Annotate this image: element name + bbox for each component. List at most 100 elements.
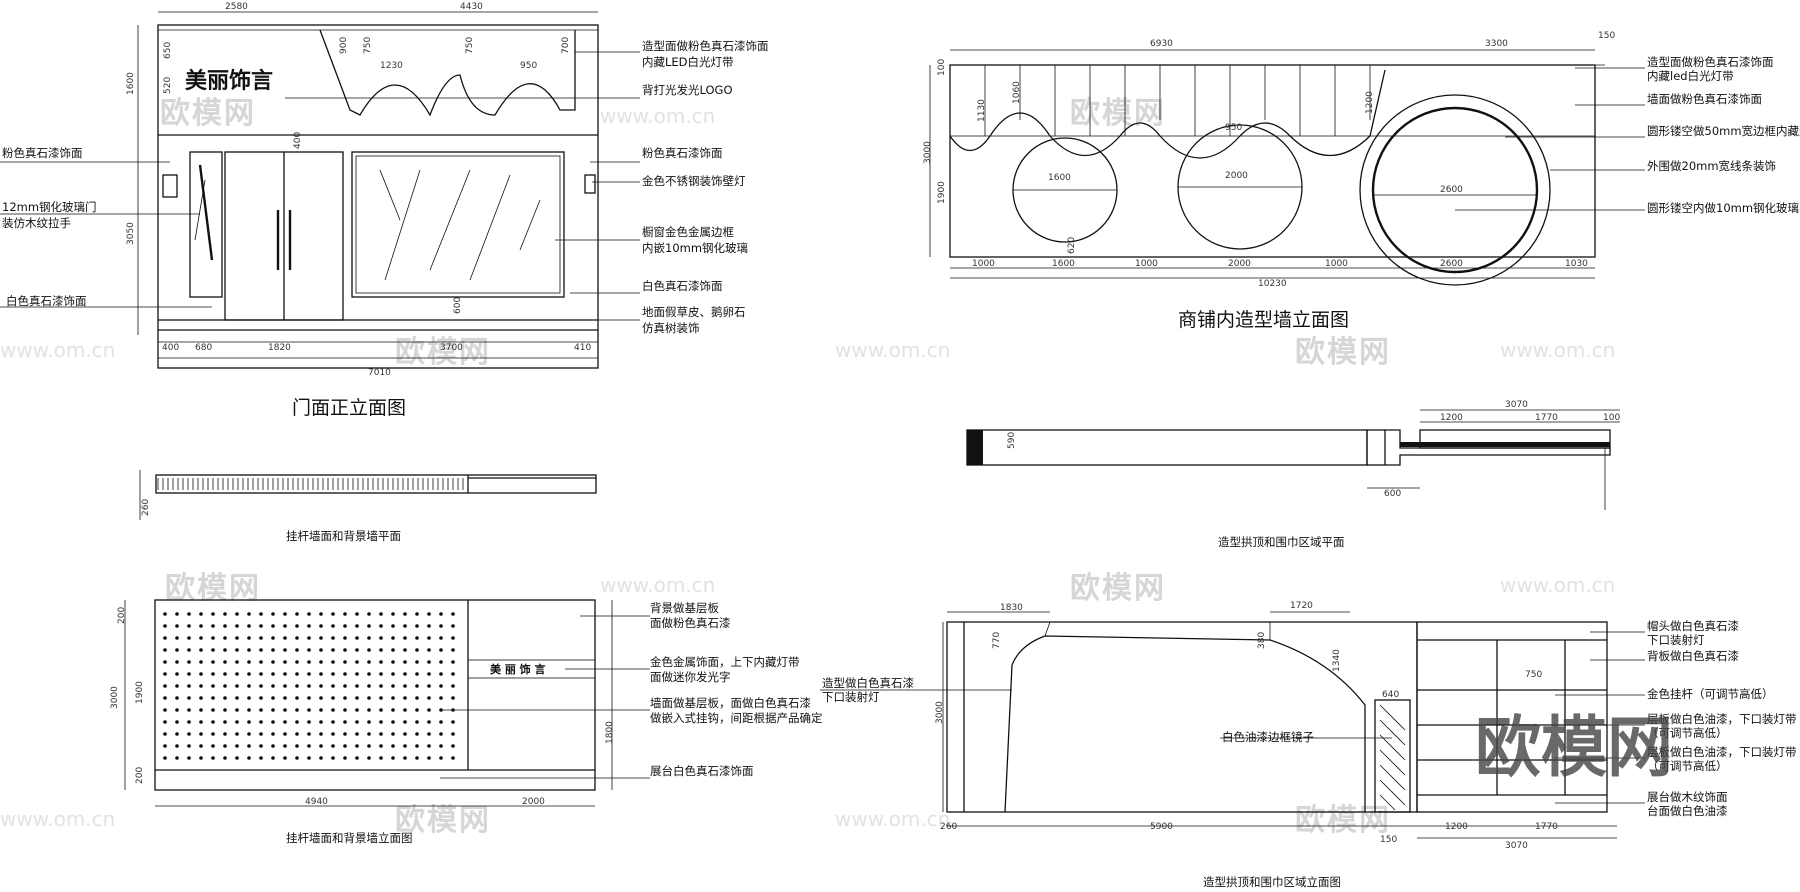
- pegboard-hole: [451, 696, 455, 700]
- pegboard-hole: [331, 672, 335, 676]
- pegboard-hole: [223, 672, 227, 676]
- pegboard-hole: [175, 732, 179, 736]
- pegboard-hole: [235, 756, 239, 760]
- pegboard-hole: [403, 756, 407, 760]
- wall-note-6: 圆形镂空内做10mm钢化玻璃: [1647, 201, 1799, 215]
- pegboard-hole: [163, 744, 167, 748]
- pegboard-hole: [223, 612, 227, 616]
- pegboard-hole: [415, 624, 419, 628]
- facade-dim-total: 7010: [368, 368, 391, 378]
- arch-scarf-elevation: 1830 1720 3000 770 1340 640 750 380 260 …: [820, 601, 1797, 889]
- pegboard-hole: [211, 732, 215, 736]
- pegboard-hole: [223, 708, 227, 712]
- pegboard-hole: [247, 696, 251, 700]
- arch-note-right-5: 层板做白色油漆，下口装灯带: [1647, 712, 1797, 726]
- pegboard-hole: [367, 624, 371, 628]
- pegboard-hole: [187, 756, 191, 760]
- pegboard-hole: [391, 624, 395, 628]
- pegboard-hole: [379, 624, 383, 628]
- pegboard-hole: [415, 756, 419, 760]
- pegboard-hole: [391, 612, 395, 616]
- pegboard-hole: [379, 696, 383, 700]
- pegboard-hole: [427, 648, 431, 652]
- pegboard-hole: [163, 612, 167, 616]
- pegboard-hole: [223, 624, 227, 628]
- arch-dim-bottom-5: 1770: [1535, 822, 1558, 832]
- facade-dim-left-1: 1600: [126, 72, 136, 95]
- plan-right-dim-top-4: 100: [1603, 413, 1620, 423]
- pegboard-hole: [283, 648, 287, 652]
- pegboard-hole: [211, 612, 215, 616]
- pegboard-hole: [235, 720, 239, 724]
- facade-dim-arch-3: 900: [339, 37, 349, 54]
- rack-elev-dim-left-2: 1900: [135, 681, 145, 704]
- feature-wall-elevation: 1600 2000 2600 6930 3300 150 3000 1900 1…: [923, 31, 1800, 331]
- pegboard-hole: [211, 648, 215, 652]
- rack-elev-dim-right: 1800: [605, 721, 615, 744]
- pegboard-hole: [211, 720, 215, 724]
- pegboard-hole: [319, 732, 323, 736]
- watermark-4: 欧模网: [1295, 335, 1391, 370]
- pegboard-hole: [175, 672, 179, 676]
- arch-dim-bottom-3: 150: [1380, 835, 1397, 845]
- pegboard-hole: [175, 624, 179, 628]
- watermark-url-8: www.om.cn: [835, 807, 950, 831]
- pegboard-hole: [223, 744, 227, 748]
- pegboard-hole: [367, 612, 371, 616]
- pegboard-hole: [307, 732, 311, 736]
- wall-dim-bottom-1: 1000: [972, 259, 995, 269]
- pegboard-hole: [355, 708, 359, 712]
- facade-note-right-10: 仿真树装饰: [642, 321, 700, 335]
- rack-wall-elevation-title: 挂杆墙面和背景墙立面图: [286, 831, 413, 845]
- pegboard-hole: [415, 612, 419, 616]
- pegboard-hole: [199, 612, 203, 616]
- facade-dim-arch-8: 700: [561, 37, 571, 54]
- pegboard-hole: [403, 732, 407, 736]
- facade-note-left-1: 粉色真石漆饰面: [2, 146, 83, 160]
- pegboard-hole: [271, 744, 275, 748]
- pegboard-hole: [439, 744, 443, 748]
- pegboard-hole: [439, 720, 443, 724]
- rack-wall-plan: 260 挂杆墙面和背景墙平面: [139, 470, 597, 543]
- arch-elev-outline: [946, 621, 1418, 813]
- pegboard-hole: [223, 684, 227, 688]
- pegboard-hole: [415, 684, 419, 688]
- pegboard-hole: [283, 660, 287, 664]
- rack-elev-note-6: 做嵌入式挂钩，间距根据产品确定: [650, 711, 823, 725]
- arch-note-left-2: 下口装射灯: [822, 690, 880, 704]
- pegboard-hole: [415, 744, 419, 748]
- facade-dim-bottom-5: 410: [574, 343, 591, 353]
- pegboard-hole: [391, 756, 395, 760]
- pegboard-hole: [451, 744, 455, 748]
- arch-note-left-3: 白色油漆边框镜子: [1222, 730, 1314, 744]
- watermark-url-7: www.om.cn: [0, 807, 115, 831]
- pegboard-hole: [199, 708, 203, 712]
- wall-dim-left-3: 100: [937, 59, 947, 76]
- watermark-7: 欧模网: [395, 803, 491, 838]
- pegboard-hole: [355, 684, 359, 688]
- pegboard-hole: [259, 612, 263, 616]
- arch-note-right-9: 展台做木纹饰面: [1647, 790, 1728, 804]
- pegboard-hole: [283, 744, 287, 748]
- pegboard-hole: [331, 684, 335, 688]
- pegboard-hole: [355, 612, 359, 616]
- pegboard-hole: [247, 744, 251, 748]
- pegboard-hole: [343, 756, 347, 760]
- pegboard-hole: [427, 660, 431, 664]
- pegboard-hole: [379, 708, 383, 712]
- wall-dim-small-4: 950: [1225, 123, 1242, 133]
- pegboard-hole: [295, 624, 299, 628]
- pegboard-hole: [451, 636, 455, 640]
- arch-dim-mid-4: 380: [1257, 632, 1267, 649]
- pegboard-hole: [391, 636, 395, 640]
- pegboard-hole: [343, 744, 347, 748]
- pegboard-hole: [307, 636, 311, 640]
- pegboard-hole: [343, 612, 347, 616]
- wall-dim-total: 10230: [1258, 279, 1287, 289]
- pegboard-hole: [223, 636, 227, 640]
- wall-note-3: 墙面做粉色真石漆饰面: [1647, 92, 1762, 106]
- pegboard-hole: [259, 672, 263, 676]
- pegboard-hole: [259, 744, 263, 748]
- pegboard-hole: [295, 648, 299, 652]
- pegboard-hole: [391, 672, 395, 676]
